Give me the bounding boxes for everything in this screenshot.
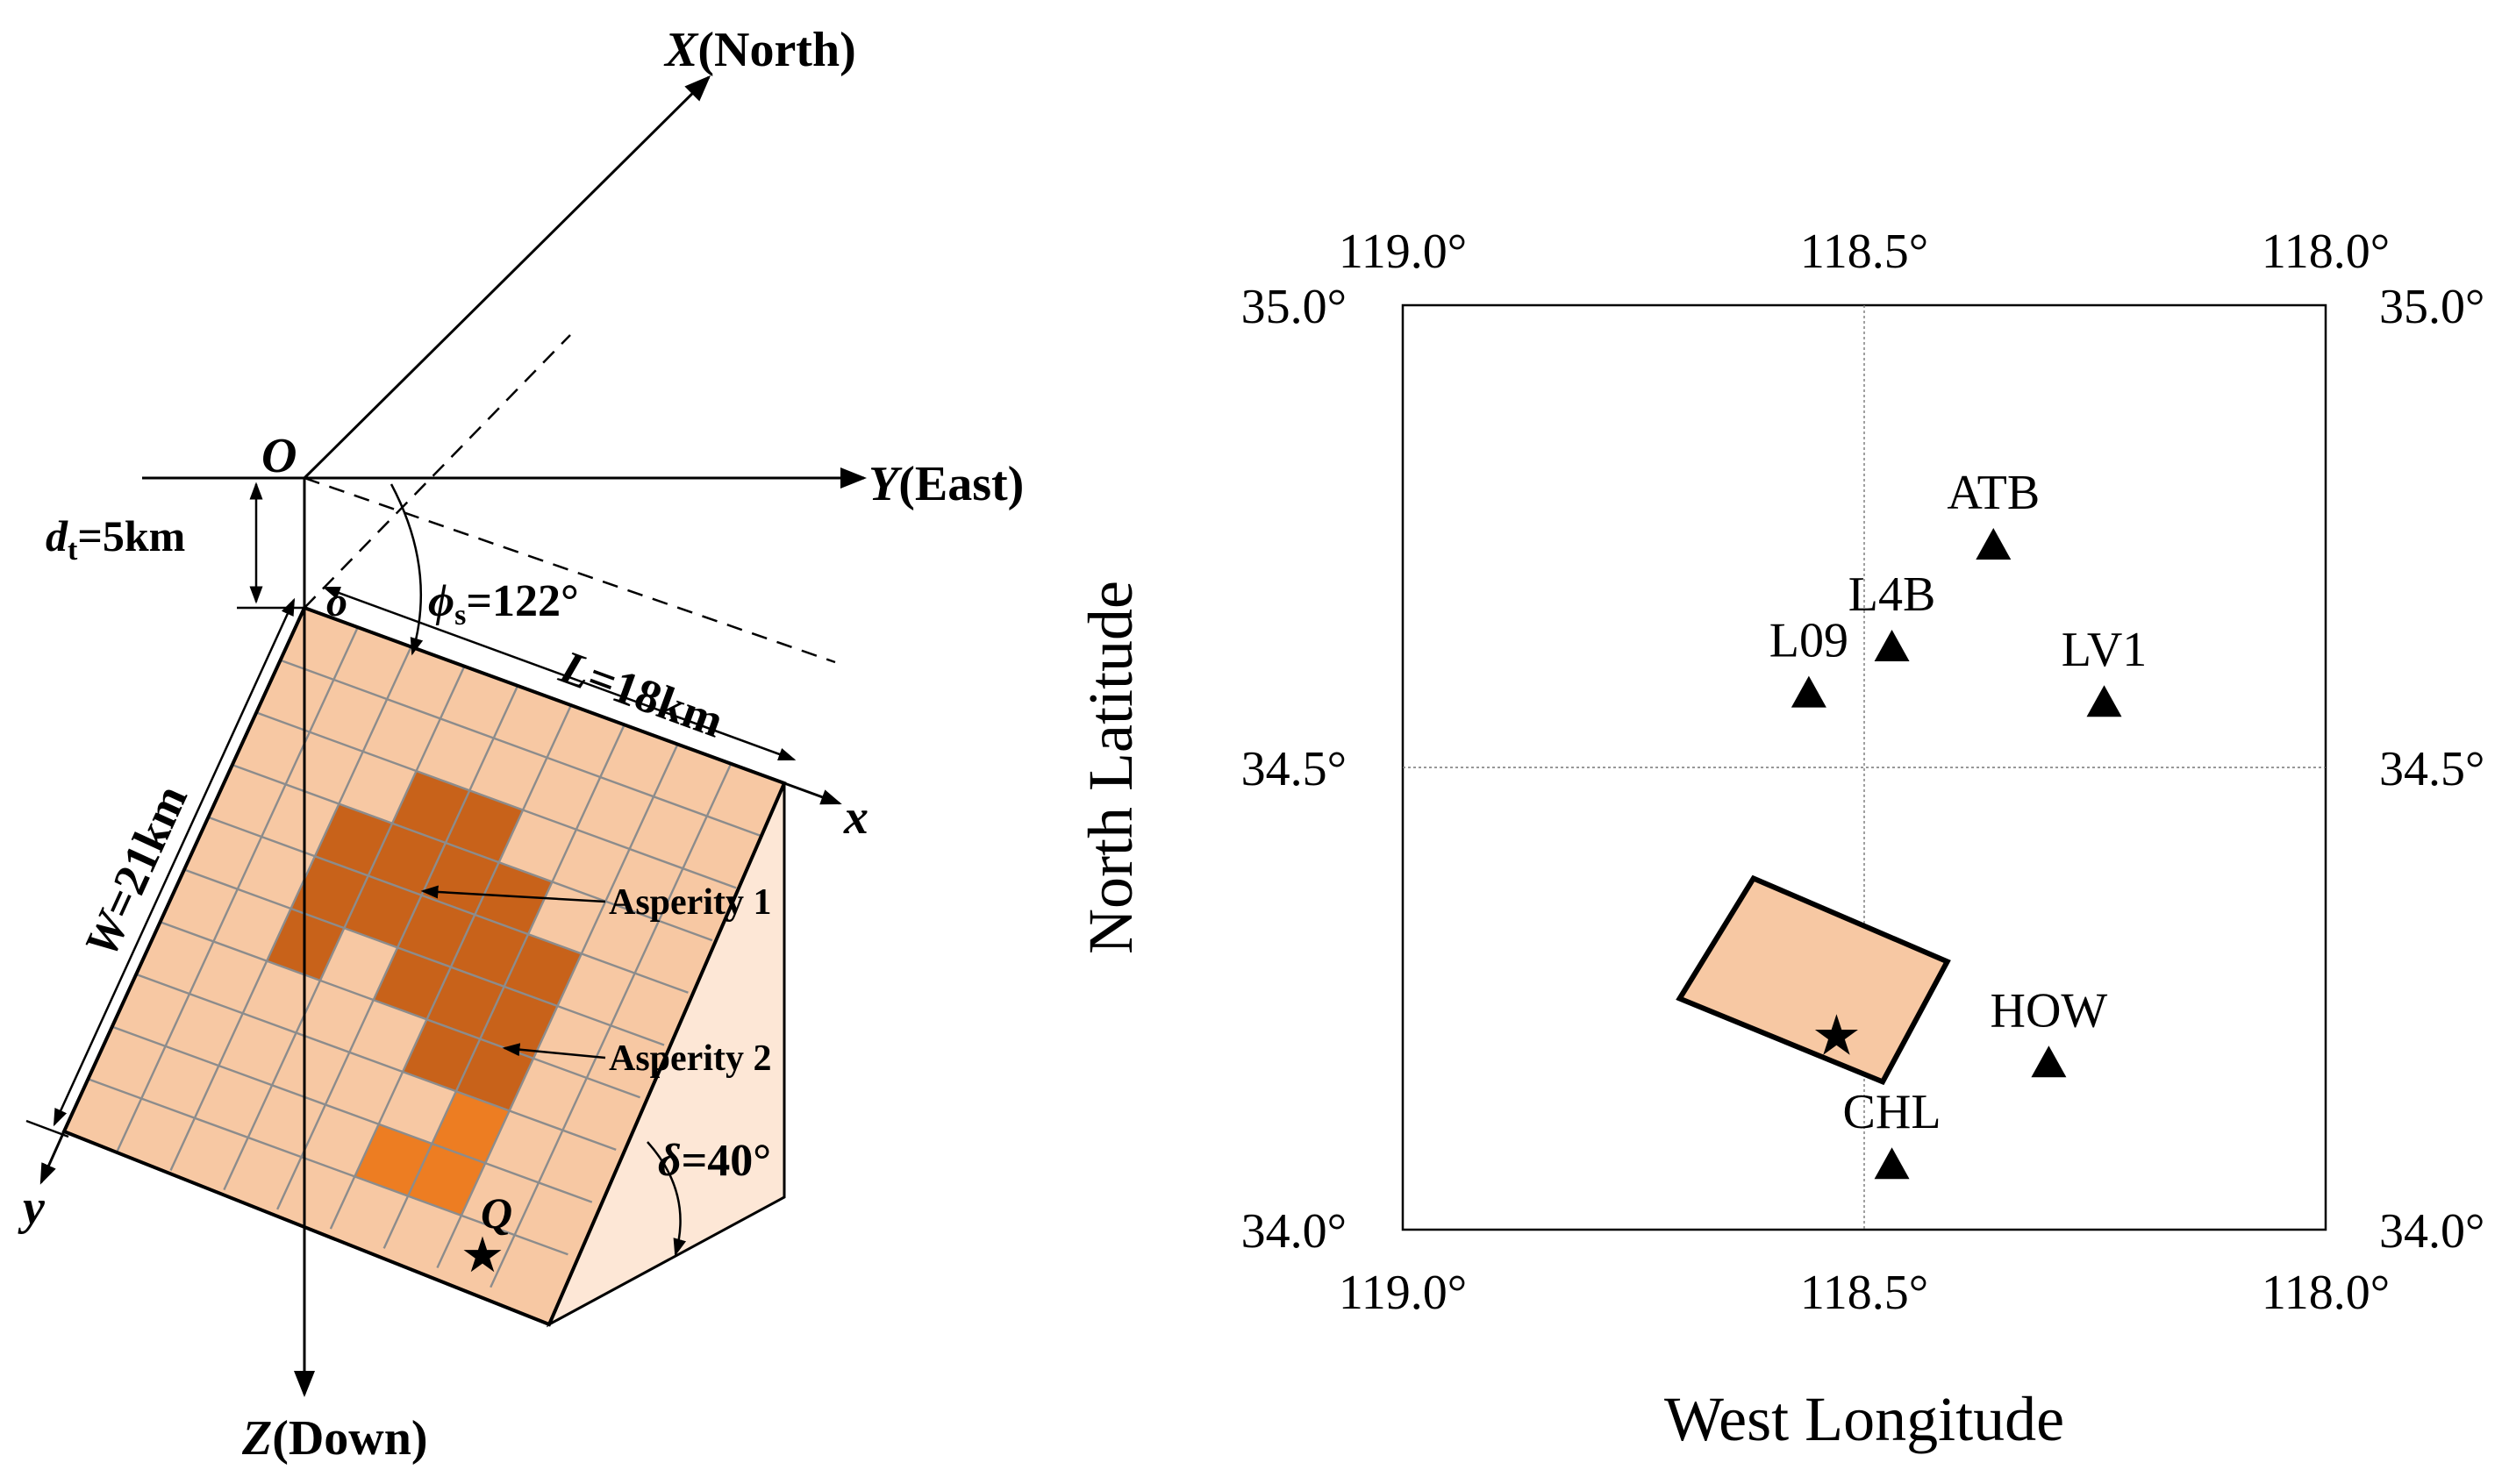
origin-label: O xyxy=(261,429,297,483)
asperity-2-label: Asperity 2 xyxy=(609,1038,771,1079)
asperity-1-cell xyxy=(290,856,368,929)
fault-origin-label: o xyxy=(326,579,347,625)
station-triangle-icon xyxy=(2086,685,2122,717)
station-label: LV1 xyxy=(2062,623,2148,677)
asperity-2-cell xyxy=(354,1124,432,1196)
location-map: 119.0° 118.5° 118.0° 119.0° 118.5° 118.0… xyxy=(1076,225,2484,1454)
station-label: HOW xyxy=(1991,983,2108,1038)
asperity-1-cell xyxy=(403,1019,481,1092)
fault-x-axis xyxy=(783,781,842,805)
left-lat-tick: 34.0° xyxy=(1241,1204,1347,1259)
asperity-1-cell xyxy=(314,803,393,876)
station-label: L4B xyxy=(1848,567,1936,622)
bottom-lon-tick: 119.0° xyxy=(1339,1266,1467,1320)
asperity-1-cell xyxy=(426,967,504,1039)
asperity-1-cell xyxy=(480,986,558,1059)
asperity-1-label: Asperity 1 xyxy=(609,882,771,923)
asperity-1-cell xyxy=(421,842,499,915)
epicenter-star-icon: ★ xyxy=(1812,1005,1862,1067)
asperity-1-cell xyxy=(504,934,582,1007)
asperity-1-pointer xyxy=(420,885,606,903)
strike-angle-label: ϕs=122° xyxy=(428,576,579,631)
asperity-1-cell xyxy=(450,914,529,987)
station-triangle-icon xyxy=(1791,675,1826,708)
station-triangle-icon xyxy=(2031,1045,2067,1078)
top-lon-tick: 118.0° xyxy=(2262,225,2390,279)
asperity-2-cell xyxy=(408,1143,486,1216)
left-lat-tick: 35.0° xyxy=(1241,280,1347,334)
asperity-1-cell xyxy=(344,875,422,948)
asperity-1-cell xyxy=(445,790,524,863)
right-lat-tick: 34.5° xyxy=(2379,742,2484,796)
top-lon-tick: 119.0° xyxy=(1339,225,1467,279)
x-north-axis xyxy=(303,75,711,480)
dt-label: dt=5km xyxy=(46,511,185,567)
station-label: CHL xyxy=(1843,1085,1941,1139)
strike-angle-arc xyxy=(390,483,424,656)
z-down-label: Z(Down) xyxy=(241,1411,428,1466)
fault-y-label: y xyxy=(18,1181,46,1235)
dip-angle-label: δ=40° xyxy=(658,1136,771,1186)
y-east-label: Y(East) xyxy=(868,457,1024,511)
asperity-1-cell xyxy=(368,823,446,895)
dip-angle-arc xyxy=(647,1141,687,1257)
station-triangle-icon xyxy=(1874,1147,1910,1180)
asperity-1-cell xyxy=(475,862,553,935)
station-triangle-icon xyxy=(1874,629,1910,661)
width-dimension xyxy=(53,597,296,1127)
hypocenter-star-icon: ★ xyxy=(461,1229,504,1283)
asperity-2-pointer xyxy=(502,1043,606,1059)
x-north-label: X(North) xyxy=(663,23,856,77)
map-xlabel: West Longitude xyxy=(1664,1384,2064,1454)
strike-direction-dashed xyxy=(304,334,571,609)
bottom-lon-tick: 118.0° xyxy=(2262,1266,2390,1320)
right-lat-tick: 35.0° xyxy=(2379,280,2484,334)
top-lon-tick: 118.5° xyxy=(1800,225,1928,279)
station-label: L09 xyxy=(1769,614,1848,668)
strike-dashed-line xyxy=(304,476,836,664)
fault-projection xyxy=(1676,874,1951,1086)
bottom-lon-tick: 118.5° xyxy=(1800,1266,1928,1320)
asperity-2-cell xyxy=(432,1091,510,1164)
asperity-1-cell xyxy=(455,1038,534,1111)
asperity-1-cell xyxy=(397,895,475,967)
fault-y-axis xyxy=(39,1131,66,1185)
fault-grid-line xyxy=(232,763,713,942)
right-lat-tick: 34.0° xyxy=(2379,1204,2484,1259)
asperity-1-cell xyxy=(392,771,470,843)
map-ylabel: North Latitude xyxy=(1076,581,1146,954)
left-lat-tick: 34.5° xyxy=(1241,742,1347,796)
station-label: ATB xyxy=(1947,466,2040,520)
hypocenter-label: Q xyxy=(481,1188,512,1238)
station-triangle-icon xyxy=(1976,528,2012,560)
length-dimension xyxy=(322,586,797,761)
fault-geometry-diagram: X(North) Y(East) Z(Down) O dt=5km o ϕs=1… xyxy=(18,23,1024,1466)
asperity-1-cell xyxy=(373,947,451,1020)
fault-x-label: x xyxy=(843,790,868,845)
width-extension xyxy=(25,1119,69,1138)
